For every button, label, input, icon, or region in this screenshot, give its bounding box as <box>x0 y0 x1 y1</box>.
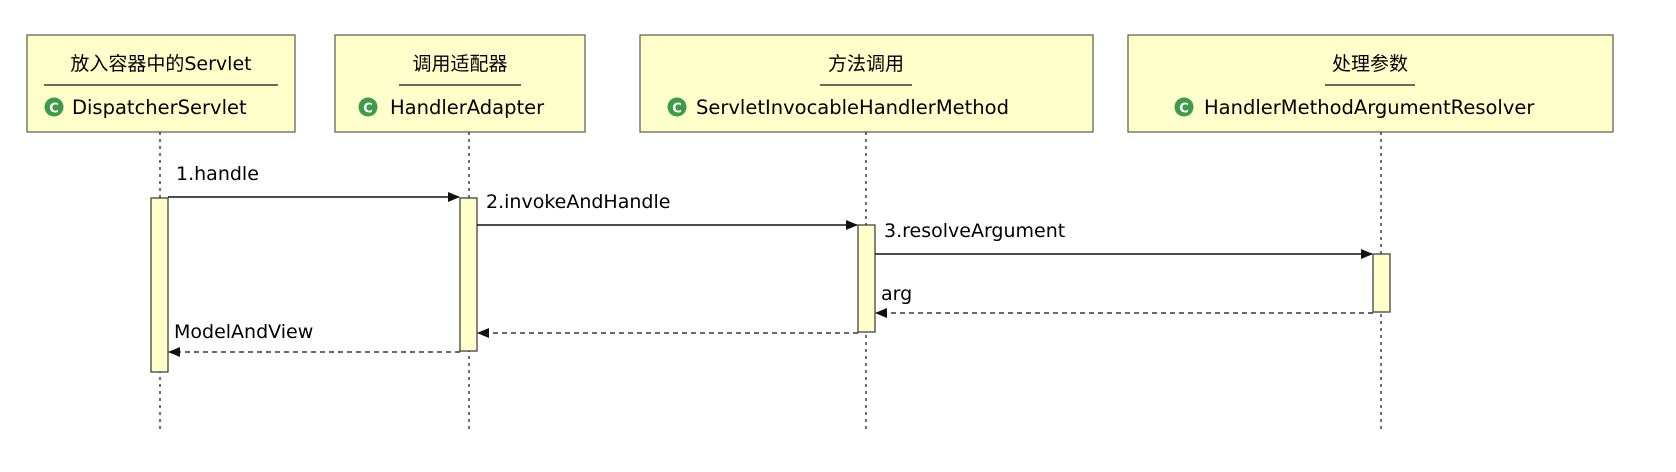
participant-name: HandlerMethodArgumentResolver <box>1204 96 1535 119</box>
participant-title: 放入容器中的Servlet <box>70 53 251 75</box>
participant-handler-adapter: 调用适配器 C HandlerAdapter <box>334 34 586 133</box>
participant-name: ServletInvocableHandlerMethod <box>696 96 1009 119</box>
participant-title: 调用适配器 <box>412 53 507 75</box>
participant-title: 处理参数 <box>1332 53 1408 75</box>
participant-box <box>1127 34 1614 133</box>
participant-box <box>639 34 1094 133</box>
svg-text:C: C <box>672 102 682 117</box>
participant-handler-method-argument-resolver: 处理参数 C HandlerMethodArgumentResolver <box>1127 34 1614 133</box>
svg-text:C: C <box>363 102 373 117</box>
participant-box <box>334 34 586 133</box>
activation-bar-servlet-invocable-handler-method <box>857 224 876 333</box>
participant-name: DispatcherServlet <box>72 96 247 119</box>
participant-box <box>26 34 296 133</box>
message-invoke-and-handle: 2.invokeAndHandle <box>477 191 858 230</box>
svg-text:C: C <box>49 102 59 117</box>
participant-title: 方法调用 <box>828 53 904 75</box>
participant-name: HandlerAdapter <box>390 96 545 119</box>
class-c-icon: C <box>667 97 687 117</box>
return-label: arg <box>881 283 912 305</box>
activation-bar-handler-adapter <box>459 197 478 352</box>
return-arg: arg <box>875 283 1373 318</box>
participant-dispatcher-servlet: 放入容器中的Servlet C DispatcherServlet <box>26 34 296 133</box>
message-resolve-argument: 3.resolveArgument <box>875 220 1373 259</box>
class-c-icon: C <box>44 97 64 117</box>
participant-servlet-invocable-handler-method: 方法调用 C ServletInvocableHandlerMethod <box>639 34 1094 133</box>
message-handle: 1.handle <box>168 163 460 202</box>
message-label: 2.invokeAndHandle <box>486 191 670 213</box>
return-label: ModelAndView <box>174 321 313 343</box>
message-label: 3.resolveArgument <box>884 220 1065 242</box>
return-model-and-view: ModelAndView <box>168 321 460 357</box>
message-label: 1.handle <box>176 163 259 185</box>
activation-bar-dispatcher-servlet <box>150 197 169 373</box>
svg-text:C: C <box>1179 102 1189 117</box>
activation-bar-handler-method-argument-resolver <box>1372 253 1391 313</box>
class-c-icon: C <box>1174 97 1194 117</box>
class-c-icon: C <box>358 97 378 117</box>
